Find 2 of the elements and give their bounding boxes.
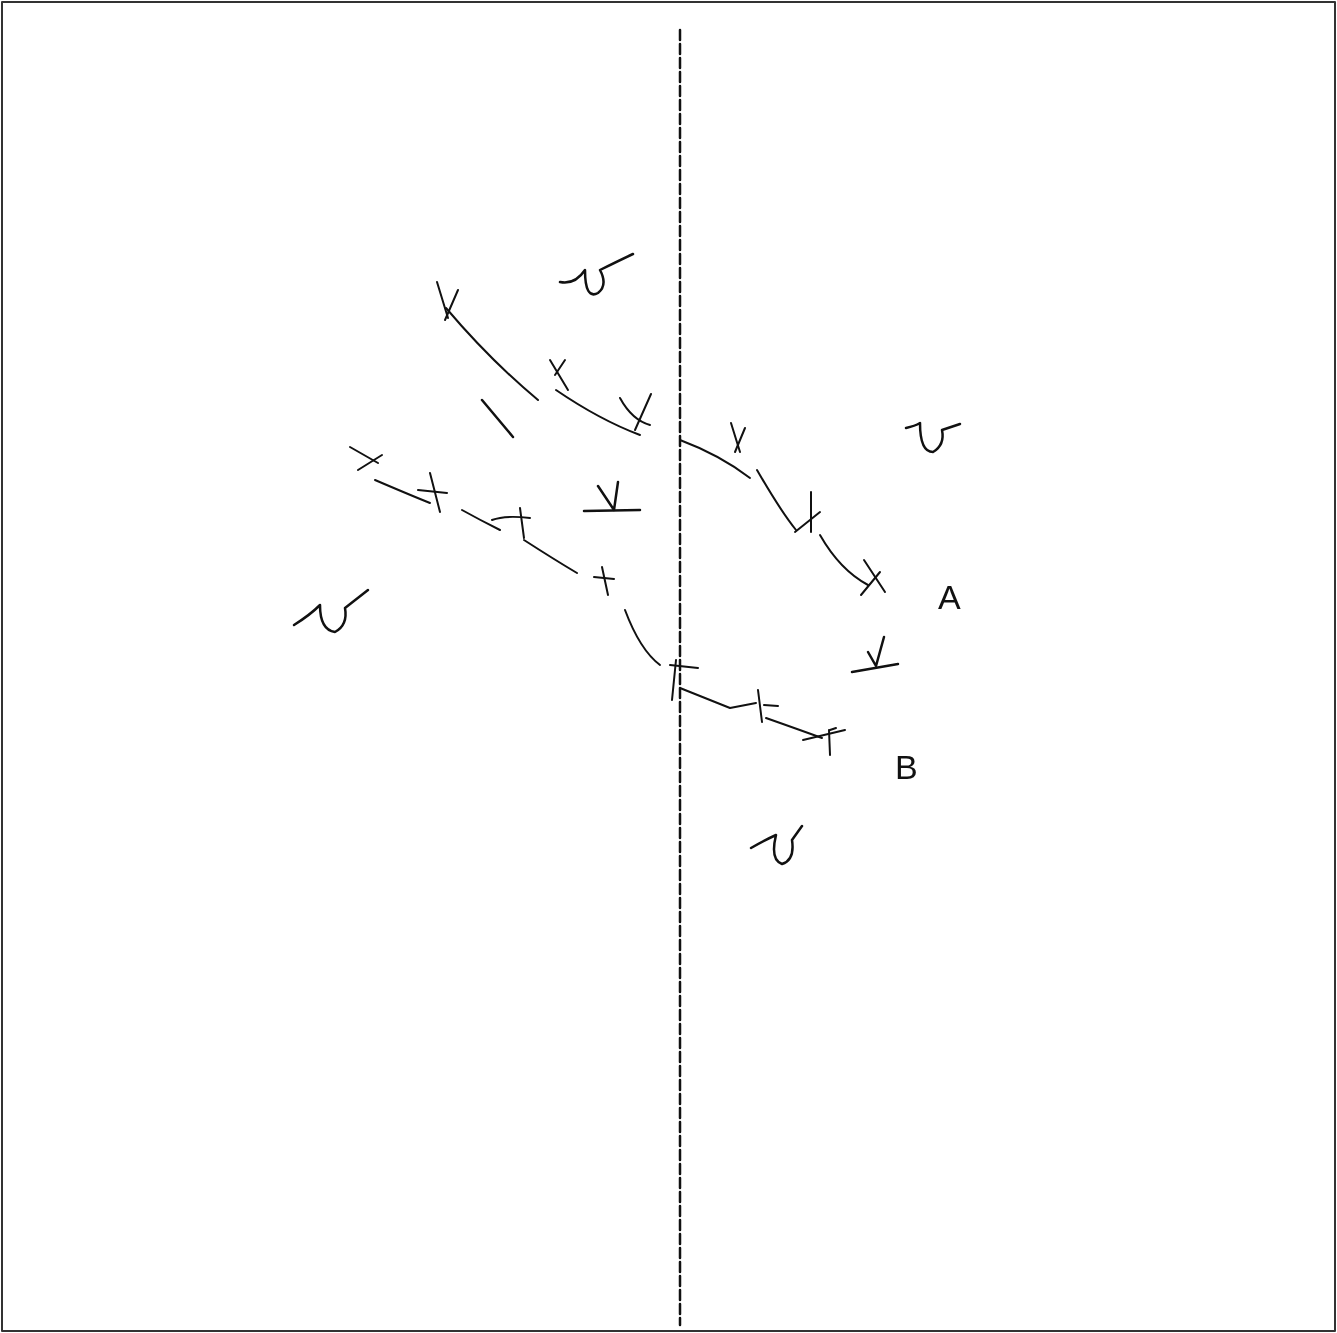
curve-label: B [895, 750, 918, 784]
curve-label: A [938, 580, 961, 614]
